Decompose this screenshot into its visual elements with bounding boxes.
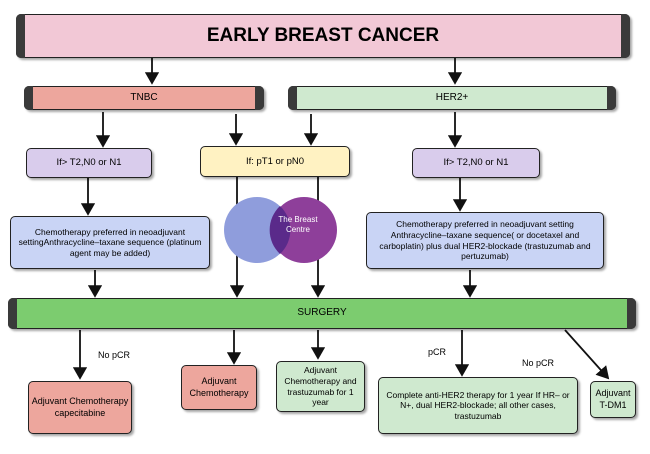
logo-text: The Breast Centre bbox=[278, 215, 318, 234]
edge-label-her2-no-pcr: No pCR bbox=[522, 358, 555, 368]
edge-label-tnbc-no-pcr: No pCR bbox=[98, 350, 131, 360]
outcome-tdm1-box: Adjuvant T-DM1 bbox=[590, 381, 636, 418]
her2-treatment-text: Chemotherapy preferred in neoadjuvant se… bbox=[379, 219, 591, 262]
tnbc-box: TNBC bbox=[24, 86, 264, 110]
tnbc-treatment-text: Chemotherapy preferred in neoadjuvant se… bbox=[18, 226, 202, 258]
tnbc-label: TNBC bbox=[130, 91, 158, 103]
logo-overlap bbox=[269, 206, 291, 254]
outcome-capecitabine-box: Adjuvant Chemotherapy capecitabine bbox=[28, 381, 132, 434]
outcome-adjuvant-chemo-text: Adjuvant Chemotherapy bbox=[189, 376, 249, 398]
her2-criteria-box: If> T2,N0 or N1 bbox=[412, 148, 540, 178]
surgery-box: SURGERY bbox=[8, 298, 636, 329]
logo-left-circle bbox=[224, 197, 290, 263]
tnbc-treatment-box: Chemotherapy preferred in neoadjuvant se… bbox=[10, 216, 210, 269]
her2-label: HER2+ bbox=[435, 91, 469, 103]
outcome-anti-her2-text: Complete anti-HER2 therapy for 1 year If… bbox=[386, 389, 570, 421]
middle-criteria-box: If: pT1 or pN0 bbox=[200, 146, 350, 177]
surgery-label: SURGERY bbox=[297, 307, 347, 319]
her2-treatment-box: Chemotherapy preferred in neoadjuvant se… bbox=[366, 212, 604, 269]
outcome-capecitabine-text: Adjuvant Chemotherapy capecitabine bbox=[31, 396, 129, 418]
outcome-chemo-trastuzumab-text: Adjuvant Chemotherapy and trastuzumab fo… bbox=[284, 365, 357, 408]
title-box: EARLY BREAST CANCER bbox=[16, 14, 630, 58]
outcome-adjuvant-chemo-box: Adjuvant Chemotherapy bbox=[181, 365, 257, 410]
her2-box: HER2+ bbox=[288, 86, 616, 110]
tnbc-criteria-box: If> T2,N0 or N1 bbox=[26, 148, 152, 178]
logo-right-circle bbox=[271, 197, 337, 263]
page-title: EARLY BREAST CANCER bbox=[206, 25, 440, 47]
her2-criteria-text: If> T2,N0 or N1 bbox=[443, 157, 509, 169]
outcome-anti-her2-box: Complete anti-HER2 therapy for 1 year If… bbox=[378, 377, 578, 434]
breast-centre-logo bbox=[224, 197, 337, 263]
arrow-surgery-tdm1 bbox=[564, 329, 610, 380]
edge-label-her2-pcr: pCR bbox=[428, 347, 447, 357]
outcome-tdm1-text: Adjuvant T-DM1 bbox=[595, 388, 631, 410]
middle-criteria-text: If: pT1 or pN0 bbox=[245, 155, 305, 167]
outcome-chemo-trastuzumab-box: Adjuvant Chemotherapy and trastuzumab fo… bbox=[276, 361, 365, 412]
tnbc-criteria-text: If> T2,N0 or N1 bbox=[56, 157, 122, 169]
